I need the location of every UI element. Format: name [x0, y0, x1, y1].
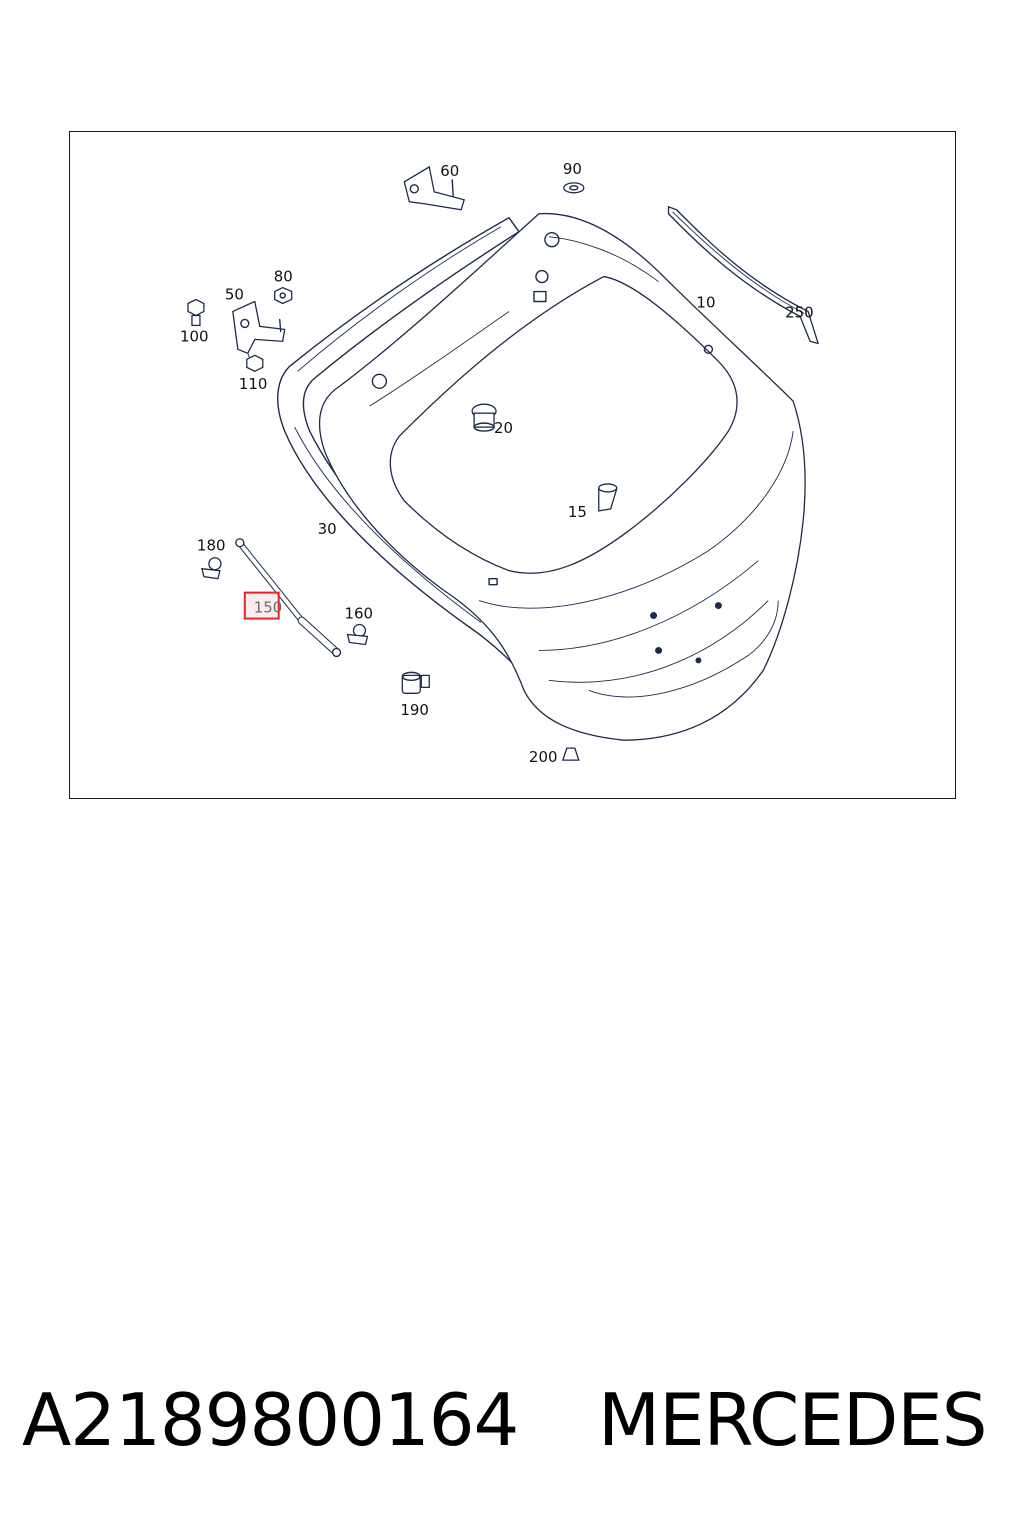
bolt-110-part [246, 354, 264, 373]
nut-80-part [274, 286, 293, 305]
hinge-60-part [403, 165, 465, 211]
tailgate-exploded-diagram: 60 90 80 50 100 110 10 250 20 15 30 180 … [180, 160, 820, 766]
callout-200[interactable]: 200 [529, 748, 558, 766]
callout-180[interactable]: 180 [197, 537, 226, 555]
callout-30[interactable]: 30 [318, 520, 337, 538]
highlight-box-150 [243, 591, 280, 620]
grommet-20-part [471, 403, 497, 432]
part-number-text: A2189800164 [22, 1378, 519, 1462]
tailgate-panel-10 [318, 212, 806, 741]
callout-100[interactable]: 100 [180, 327, 209, 345]
bushing-15-part [598, 483, 618, 512]
callout-50[interactable]: 50 [225, 285, 244, 303]
hinge-50-part [232, 300, 286, 364]
buffer-190-part [401, 671, 430, 694]
callout-80[interactable]: 80 [274, 268, 293, 286]
ball-stud-180-part [201, 557, 222, 580]
footer-caption: A2189800164 MERCEDES [0, 1370, 1024, 1470]
callout-15[interactable]: 15 [568, 503, 587, 521]
brand-name-text: MERCEDES [598, 1378, 987, 1462]
callout-60[interactable]: 60 [440, 162, 459, 180]
parts-diagram-frame: 60 90 80 50 100 110 10 250 20 15 30 180 … [69, 131, 956, 799]
callout-150[interactable]: 150 [254, 599, 283, 617]
callout-20[interactable]: 20 [494, 419, 513, 437]
callout-110[interactable]: 110 [239, 375, 268, 393]
callout-10[interactable]: 10 [696, 293, 715, 311]
callout-190[interactable]: 190 [400, 701, 429, 719]
trim-strip-250-part [667, 205, 820, 345]
ball-stud-160-part [346, 623, 369, 646]
callout-250[interactable]: 250 [785, 303, 814, 321]
callout-160[interactable]: 160 [345, 605, 374, 623]
bolt-100-part [187, 298, 205, 327]
washer-90-part [563, 182, 585, 194]
gas-strut-150-part [235, 538, 342, 658]
buffer-200-part [561, 747, 580, 761]
callout-90[interactable]: 90 [563, 160, 582, 178]
